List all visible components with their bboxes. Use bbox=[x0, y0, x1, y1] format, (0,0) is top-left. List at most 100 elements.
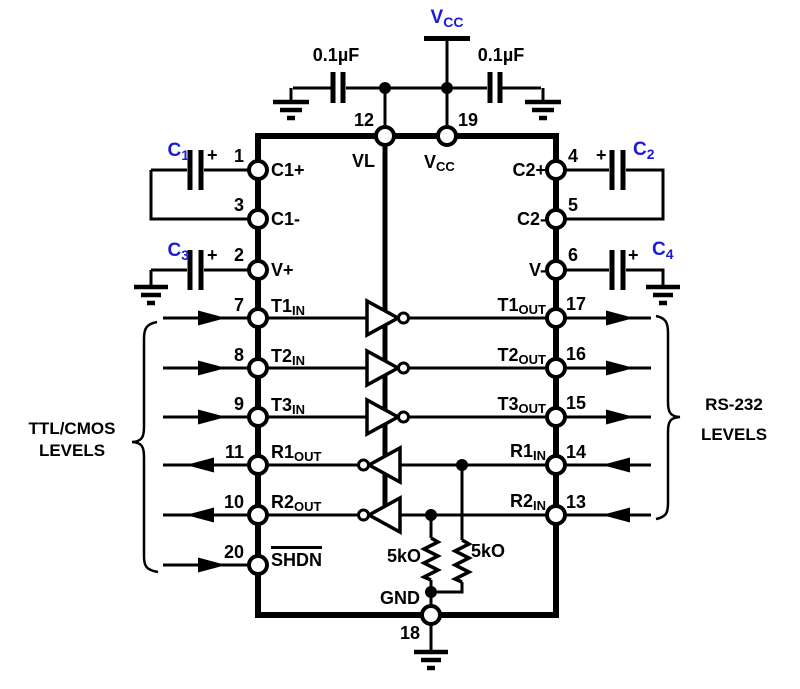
ground-icon-c3 bbox=[134, 284, 168, 306]
pin-name-t3in: T3IN bbox=[271, 395, 306, 417]
r2-inverter-bubble bbox=[357, 508, 370, 522]
pin-name-vcc: VCC bbox=[424, 152, 455, 174]
pin-name-c1minus: C1- bbox=[271, 209, 301, 229]
pin-15-terminal bbox=[545, 406, 567, 428]
c2-wires bbox=[561, 168, 665, 221]
ic-outline bbox=[255, 133, 559, 618]
pin-name-t1in: T1IN bbox=[271, 296, 306, 318]
junction-dot bbox=[379, 82, 391, 94]
pin-6-number: 6 bbox=[568, 245, 579, 265]
resistor-network-wires bbox=[429, 465, 464, 651]
pin-20-terminal bbox=[247, 554, 269, 576]
brace-left bbox=[131, 320, 159, 574]
receiver-buffers bbox=[357, 445, 402, 535]
decoupling-cap-right-icon bbox=[487, 72, 503, 103]
resistor-left-icon bbox=[419, 536, 442, 582]
pin-4-terminal bbox=[545, 159, 567, 181]
arrow-shdn bbox=[198, 557, 226, 573]
pin-12-terminal bbox=[374, 125, 396, 147]
pin-16-number: 16 bbox=[566, 344, 587, 364]
pin-13-terminal bbox=[545, 504, 567, 526]
ttl-cmos-label-line2: LEVELS bbox=[38, 441, 106, 460]
pin-10-number: 10 bbox=[223, 492, 244, 512]
pin-6-terminal bbox=[545, 259, 567, 281]
junction-dot bbox=[456, 459, 468, 471]
decoupling-cap-left-label: 0.1µF bbox=[312, 45, 360, 65]
arrow-r2out bbox=[186, 507, 214, 523]
ground-icon-top-left bbox=[273, 99, 309, 121]
decoupling-cap-right-label: 0.1µF bbox=[477, 45, 525, 65]
resistor-zigzags bbox=[419, 536, 473, 584]
pin-7-number: 7 bbox=[233, 295, 244, 315]
signal-arrows bbox=[186, 310, 634, 573]
pin-name-r2out: R2OUT bbox=[271, 492, 322, 514]
c1-wires bbox=[149, 168, 252, 221]
t1-inverter-icon bbox=[365, 298, 402, 338]
t1-inverter-bubble bbox=[397, 311, 410, 325]
cap-c2-plus: + bbox=[596, 145, 607, 165]
pin-name-c1plus: C1+ bbox=[271, 160, 305, 180]
r2-inverter-icon bbox=[365, 495, 402, 535]
pin-9-terminal bbox=[247, 406, 269, 428]
pin-1-number: 1 bbox=[233, 146, 244, 166]
pin-2-terminal bbox=[247, 259, 269, 281]
r1-inverter-bubble bbox=[357, 458, 370, 472]
cap-c2-label: C2 bbox=[633, 139, 655, 162]
pin-11-terminal bbox=[247, 454, 269, 476]
pin-8-terminal bbox=[247, 357, 269, 379]
resistor-right-value: 5kO bbox=[471, 541, 506, 561]
pin-name-vplus: V+ bbox=[271, 260, 294, 280]
t3-inverter-bubble bbox=[397, 410, 410, 424]
pin-16-terminal bbox=[545, 357, 567, 379]
pin-name-r2in: R2IN bbox=[509, 491, 546, 513]
arrow-t3out bbox=[606, 409, 634, 425]
arrow-t1in bbox=[198, 310, 226, 326]
vcc-supply-label: VCC bbox=[430, 7, 464, 30]
ground-icon-top-right bbox=[525, 99, 561, 121]
cap-c1-icon bbox=[187, 150, 204, 190]
junction-dot bbox=[425, 586, 437, 598]
arrow-t1out bbox=[606, 310, 634, 326]
t2-inverter-icon bbox=[365, 348, 402, 388]
t3-inverter-icon bbox=[365, 397, 402, 437]
pin-20-number: 20 bbox=[223, 542, 244, 562]
cap-c3-plus: + bbox=[207, 245, 218, 265]
ground-icon-c4 bbox=[646, 284, 680, 306]
decoupling-cap-left-icon bbox=[330, 72, 346, 103]
pin-10-terminal bbox=[247, 504, 269, 526]
ttl-cmos-label-line1: TTL/CMOS bbox=[28, 419, 116, 438]
pin-13-number: 13 bbox=[566, 492, 587, 512]
cap-c3-label: C3 bbox=[167, 240, 189, 263]
rs232-label-line1: RS-232 bbox=[705, 395, 763, 414]
pin-19-terminal bbox=[436, 125, 458, 147]
cap-c4-plus: + bbox=[628, 245, 639, 265]
pin-18-terminal bbox=[420, 604, 442, 626]
pin-5-number: 5 bbox=[568, 195, 579, 215]
pin-name-t3out: T3OUT bbox=[497, 394, 546, 416]
cap-c4-icon bbox=[609, 250, 626, 290]
pin-name-gnd: GND bbox=[380, 588, 420, 608]
c4-wires bbox=[563, 268, 665, 285]
internal-row-wires bbox=[264, 316, 550, 517]
resistor-right-icon bbox=[450, 538, 473, 584]
pin-terminals bbox=[247, 125, 567, 626]
pin-15-number: 15 bbox=[566, 393, 587, 413]
pin-11-number: 11 bbox=[224, 442, 244, 462]
pin-1-terminal bbox=[247, 159, 269, 181]
resistor-left-value: 5kO bbox=[386, 546, 421, 566]
pin-name-t2out: T2OUT bbox=[497, 345, 546, 367]
t2-inverter-bubble bbox=[397, 361, 410, 375]
pin-name-c2plus: C2+ bbox=[512, 160, 546, 180]
cap-c4-label: C4 bbox=[652, 239, 674, 262]
pin-17-number: 17 bbox=[566, 294, 587, 314]
pin-4-number: 4 bbox=[568, 146, 579, 166]
pin-12-number: 12 bbox=[353, 110, 374, 130]
pin-name-vminus: V- bbox=[528, 260, 546, 280]
pin-19-number: 19 bbox=[458, 110, 479, 130]
braces bbox=[131, 314, 681, 574]
pin-14-terminal bbox=[545, 454, 567, 476]
transmitter-buffers bbox=[365, 298, 410, 437]
cap-c1-plus: + bbox=[207, 145, 218, 165]
